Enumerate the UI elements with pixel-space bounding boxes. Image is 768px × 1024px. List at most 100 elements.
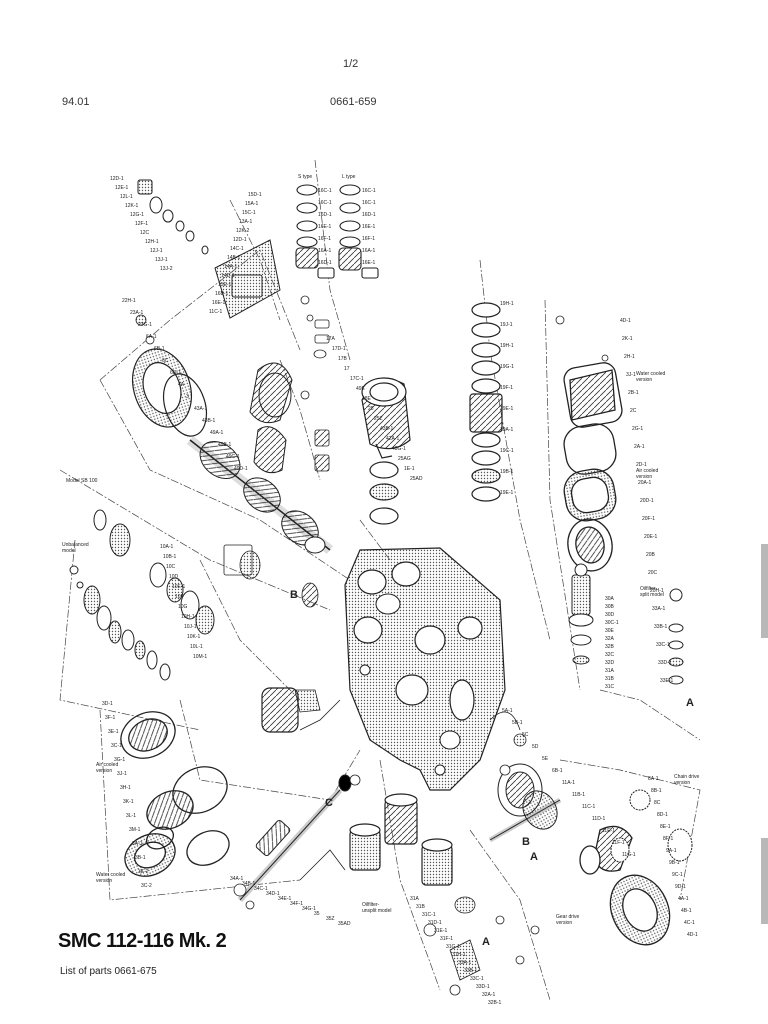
- part-label: 9D-1: [675, 884, 686, 890]
- part-label: 4D-1: [620, 318, 631, 324]
- part-label: 3: [186, 394, 189, 400]
- part-label: 5E: [542, 756, 549, 762]
- water-cooled-left-line2: version: [96, 878, 112, 884]
- liner-stack: [469, 302, 503, 502]
- part-label: 6A-1: [146, 334, 157, 340]
- part-label: 5C: [522, 732, 529, 738]
- part-label: 17C-1: [350, 376, 364, 382]
- part-label: 16F-1: [318, 236, 331, 242]
- part-label: 11F-1: [612, 840, 625, 846]
- valve-covers-right: [563, 362, 623, 572]
- part-label: 2D-1: [636, 462, 647, 468]
- part-label: 35Z: [326, 916, 335, 922]
- part-label: 11A-1: [562, 780, 575, 786]
- part-number-labels: 12D-112E-112L-112K-112G-112F-112C12H-112…: [102, 176, 698, 1006]
- part-label: 6B-1: [154, 346, 165, 352]
- cylinder-liner: [361, 377, 411, 525]
- callout-b: B: [522, 836, 530, 848]
- part-label: 15E-1: [218, 282, 232, 288]
- part-label: 43G-1: [392, 446, 406, 452]
- part-label: 19H-1: [500, 343, 514, 349]
- part-label: 25AD: [410, 476, 423, 482]
- part-label: 12H-1: [145, 239, 159, 245]
- part-label: 12D-1: [110, 176, 124, 182]
- part-label: 49C-1: [226, 454, 240, 460]
- part-label: 31A: [605, 668, 615, 674]
- part-label: 19H-1: [500, 301, 514, 307]
- callout-a: A: [482, 936, 490, 948]
- part-label: 34B-1: [242, 881, 256, 887]
- part-label: 6D-1: [170, 370, 181, 376]
- part-label: 33E-1: [660, 678, 674, 684]
- part-label: 12L-1: [120, 194, 133, 200]
- part-label: 30A: [605, 596, 615, 602]
- oil-filter-right: [568, 563, 684, 685]
- part-label: 19E-1: [500, 490, 514, 496]
- part-label: 16C-1: [318, 188, 332, 194]
- air-cooled-right-line2: version: [636, 474, 652, 480]
- part-label: 30B: [605, 604, 615, 610]
- part-label: 3M-1: [129, 827, 141, 833]
- part-label: 19J-1: [500, 322, 513, 328]
- part-label: 30C-1: [605, 620, 619, 626]
- part-label: 4B-1: [681, 908, 692, 914]
- part-label: 2G-1: [632, 426, 643, 432]
- part-label: 33A-1: [652, 606, 666, 612]
- part-label: 8D-1: [657, 812, 668, 818]
- valve-covers-left: [120, 711, 230, 877]
- chain-drive-line1: Chain drive: [674, 774, 700, 780]
- part-label: 14C-1: [230, 246, 244, 252]
- part-label: 13A-1: [239, 219, 253, 225]
- part-label: 19A-1: [500, 427, 514, 433]
- part-label: 32A: [605, 636, 615, 642]
- part-label: 2B-1: [628, 390, 639, 396]
- part-label: 34A-1: [230, 876, 244, 882]
- part-label: 23G-1: [138, 322, 152, 328]
- part-label: 3J-1: [117, 771, 127, 777]
- part-label: 31B: [605, 676, 615, 682]
- part-label: 32A-1: [482, 992, 496, 998]
- part-label: 3E-2: [138, 869, 149, 875]
- part-label: 16A-1: [362, 248, 376, 254]
- connecting-rods: [249, 362, 293, 474]
- part-label: 13J-1: [155, 257, 168, 263]
- part-label: 16C-1: [318, 200, 332, 206]
- part-label: 16B-1: [215, 291, 229, 297]
- part-label: 16E-1: [318, 224, 332, 230]
- part-label: 8E-1: [660, 824, 671, 830]
- shaft-seal-rings: [69, 509, 215, 681]
- part-label: 16D-1: [362, 212, 376, 218]
- gear-drive-line1: Gear drive: [556, 914, 580, 920]
- part-label: 42A-1: [386, 436, 400, 442]
- oil-filter-unsplit-line2: unsplit model: [362, 908, 391, 914]
- part-label: 16D-1: [318, 260, 332, 266]
- date-code: 94.01: [62, 96, 90, 108]
- part-label: 2C: [630, 408, 637, 414]
- part-label: 4A-1: [678, 896, 689, 902]
- part-label: 11E-1: [602, 828, 615, 834]
- air-cooled-left-line1: Air cooled: [96, 762, 118, 768]
- part-label: 34F-1: [290, 901, 303, 907]
- part-label: 4A: [178, 382, 185, 388]
- part-label: 10K-1: [187, 634, 201, 640]
- part-label: 10L-1: [190, 644, 203, 650]
- part-label: 10G: [178, 604, 188, 610]
- part-label: 49B-1: [218, 442, 232, 448]
- part-label: 20H-1: [650, 588, 664, 594]
- part-label: 12F-1: [135, 221, 148, 227]
- part-label: 11D-1: [592, 816, 605, 822]
- part-label: 19F-1: [500, 385, 513, 391]
- s-type-label: S type: [298, 174, 312, 180]
- part-label: 22H-1: [122, 298, 136, 304]
- part-label: 10F: [175, 594, 184, 600]
- part-label: 15A-1: [245, 201, 259, 207]
- pressure-gauge-parts: [137, 179, 281, 319]
- part-label: 17A: [326, 336, 336, 342]
- part-label: 15D-1: [248, 192, 262, 198]
- part-label: 6C: [162, 358, 169, 364]
- part-label: 33D-1: [476, 984, 490, 990]
- unbalanced-model-line2: model: [62, 548, 76, 554]
- part-label: 19B-1: [500, 469, 514, 475]
- part-label: 31C: [605, 684, 615, 690]
